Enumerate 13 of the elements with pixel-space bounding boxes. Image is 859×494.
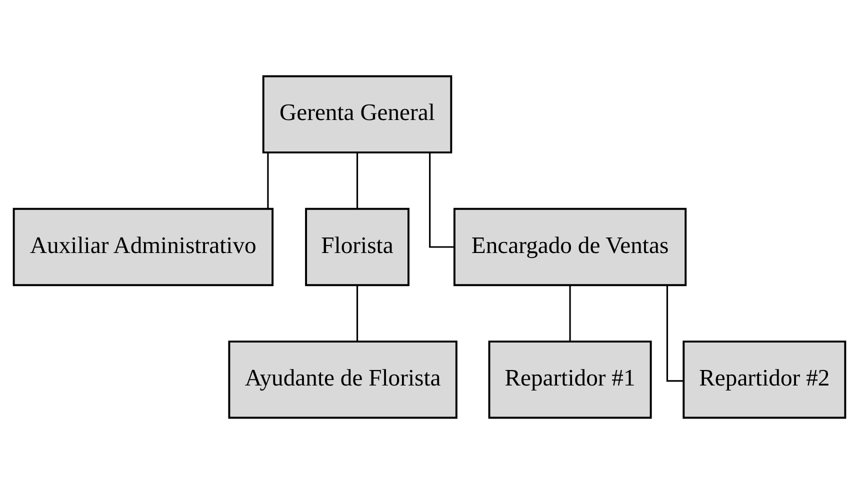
node-box: Ayudante de Florista — [228, 340, 458, 419]
connector — [356, 285, 358, 342]
node-box: Auxiliar Administrativo — [12, 208, 274, 286]
node-box: Encargado de Ventas — [453, 208, 687, 286]
node-box: Repartidor #2 — [682, 340, 846, 419]
connector — [569, 285, 571, 342]
node-box: Repartidor #1 — [488, 340, 652, 419]
connector — [356, 152, 358, 209]
connector — [267, 152, 269, 209]
connector — [666, 285, 684, 382]
node-box: Gerenta General — [262, 75, 452, 154]
node-box: Florista — [305, 208, 410, 286]
connector — [429, 152, 454, 248]
